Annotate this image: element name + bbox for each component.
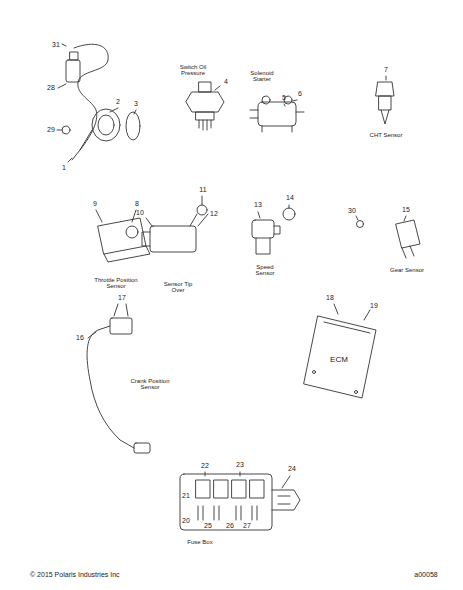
callout-number: 29 [44,126,58,133]
callout-number: 23 [233,461,247,468]
callout-number: 14 [283,194,297,201]
part-name: Gear Sensor [389,267,425,273]
callout-number: 2 [112,98,124,105]
callout-number: 18 [323,294,337,301]
part-name: CHT Sensor [368,132,404,138]
callout-number: 25 [202,522,214,529]
part-name: Speed Sensor [247,264,283,277]
part-name: Throttle Position Sensor [93,277,139,290]
harness-sensor-art [57,44,140,162]
gear-sensor-art [356,216,420,258]
part-name: ECM [324,356,354,364]
throttle-position-sensor-art [96,210,150,262]
callout-number: 20 [180,517,192,524]
part-name: Solenoid Starter [242,70,282,83]
callout-number: 30 [345,207,359,214]
part-name: Crank Position Sensor [127,378,173,391]
callout-number: 13 [251,201,265,208]
callout-number: 9 [89,200,101,207]
callout-number: 11 [196,186,210,193]
callout-number: 6 [295,90,305,97]
drawing-number: a00058 [401,571,451,578]
callout-number: 21 [180,492,192,499]
tip-over-sensor-art [142,196,208,252]
part-name: Switch Oil Pressure [175,64,211,77]
callout-number: 26 [224,522,236,529]
callout-number: 4 [221,78,231,85]
callout-number: 27 [241,522,253,529]
ecm-art [304,304,376,398]
part-name: Sensor Tip Over [158,281,198,294]
part-name: Fuse Box [183,539,217,545]
callout-number: 28 [44,84,58,91]
callout-number: 1 [57,164,71,171]
callout-number: 7 [380,66,392,73]
callout-number: 24 [285,465,299,472]
callout-number: 22 [198,462,212,469]
callout-number: 19 [367,302,381,309]
starter-solenoid-art [250,96,304,132]
callout-number: 31 [49,41,63,48]
callout-number: 3 [130,100,142,107]
cht-sensor-art [376,76,394,124]
fuse-box-art [180,472,300,530]
callout-number: 8 [131,200,143,207]
copyright-note: © 2015 Polaris Industries Inc [30,571,190,578]
oil-pressure-switch-art [186,82,224,130]
callout-number: 5 [279,94,289,101]
speed-sensor-art [252,205,295,254]
callout-number: 10 [133,209,147,216]
callout-number: 12 [207,210,221,217]
callout-number: 17 [115,294,129,301]
callout-number: 15 [399,206,413,213]
callout-number: 16 [73,334,87,341]
